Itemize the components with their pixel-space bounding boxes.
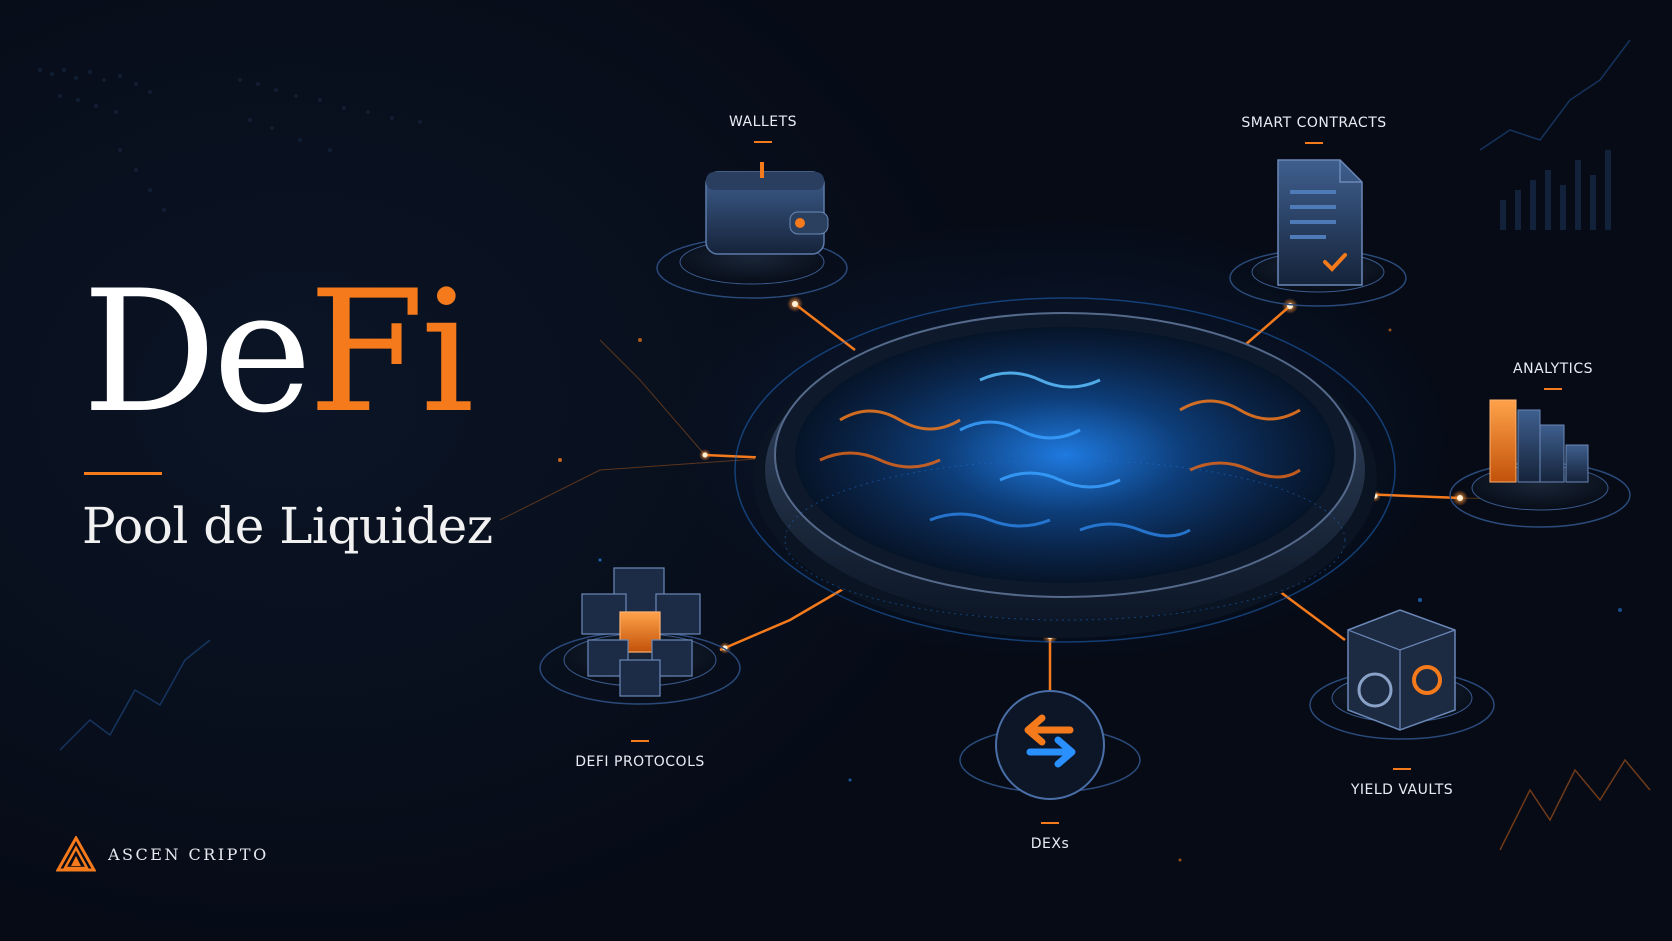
smart-contracts-node: [1229, 159, 1407, 307]
label-analytics: ANALYTICS: [1513, 361, 1593, 377]
particles: [558, 248, 1622, 862]
hero-subtitle: Pool de Liquidez: [82, 497, 493, 555]
liquidity-pool: [734, 297, 1396, 643]
bar-chart-icon: [1489, 399, 1589, 483]
wallet-icon: [705, 162, 829, 255]
brand-name: ASCEN CRIPTO: [108, 844, 269, 864]
bg-bars-top-right: [1500, 150, 1611, 230]
hero-title-de: De: [82, 254, 312, 450]
title-divider: [84, 472, 162, 475]
bg-chart-bottom-right: [1499, 758, 1651, 851]
wallet-node: [656, 162, 848, 299]
vault-icon: [1347, 609, 1456, 731]
brand-logo: ASCEN CRIPTO: [56, 836, 269, 872]
dash-defi-protocols: [631, 740, 649, 742]
ascen-logo-icon: [56, 836, 96, 872]
label-smart-contracts: SMART CONTRACTS: [1241, 115, 1387, 131]
defi-protocols-node: [539, 567, 741, 705]
cubes-icon: [581, 567, 701, 697]
swap-arrows-icon: [1024, 714, 1076, 768]
dash-yield-vaults: [1393, 768, 1411, 770]
document-check-icon: [1277, 159, 1363, 286]
hero-title-fi: Fi: [308, 254, 474, 450]
dash-smart-contracts: [1305, 142, 1323, 144]
hero-title: DeFi: [82, 268, 474, 436]
label-wallets: WALLETS: [728, 114, 798, 130]
yield-vault-node: [1309, 609, 1495, 740]
bg-chart-left: [59, 639, 211, 751]
dash-dexs: [1041, 822, 1059, 824]
bg-chart-top-right: [1479, 39, 1631, 151]
world-map-dots: [38, 68, 422, 212]
dash-wallets: [754, 141, 772, 143]
dash-analytics: [1544, 388, 1562, 390]
analytics-node: [1449, 399, 1631, 528]
label-defi-protocols: DEFI PROTOCOLS: [575, 754, 705, 770]
dexs-node: [959, 690, 1141, 800]
label-yield-vaults: YIELD VAULTS: [1350, 782, 1454, 798]
label-dexs: DEXs: [1030, 836, 1070, 852]
